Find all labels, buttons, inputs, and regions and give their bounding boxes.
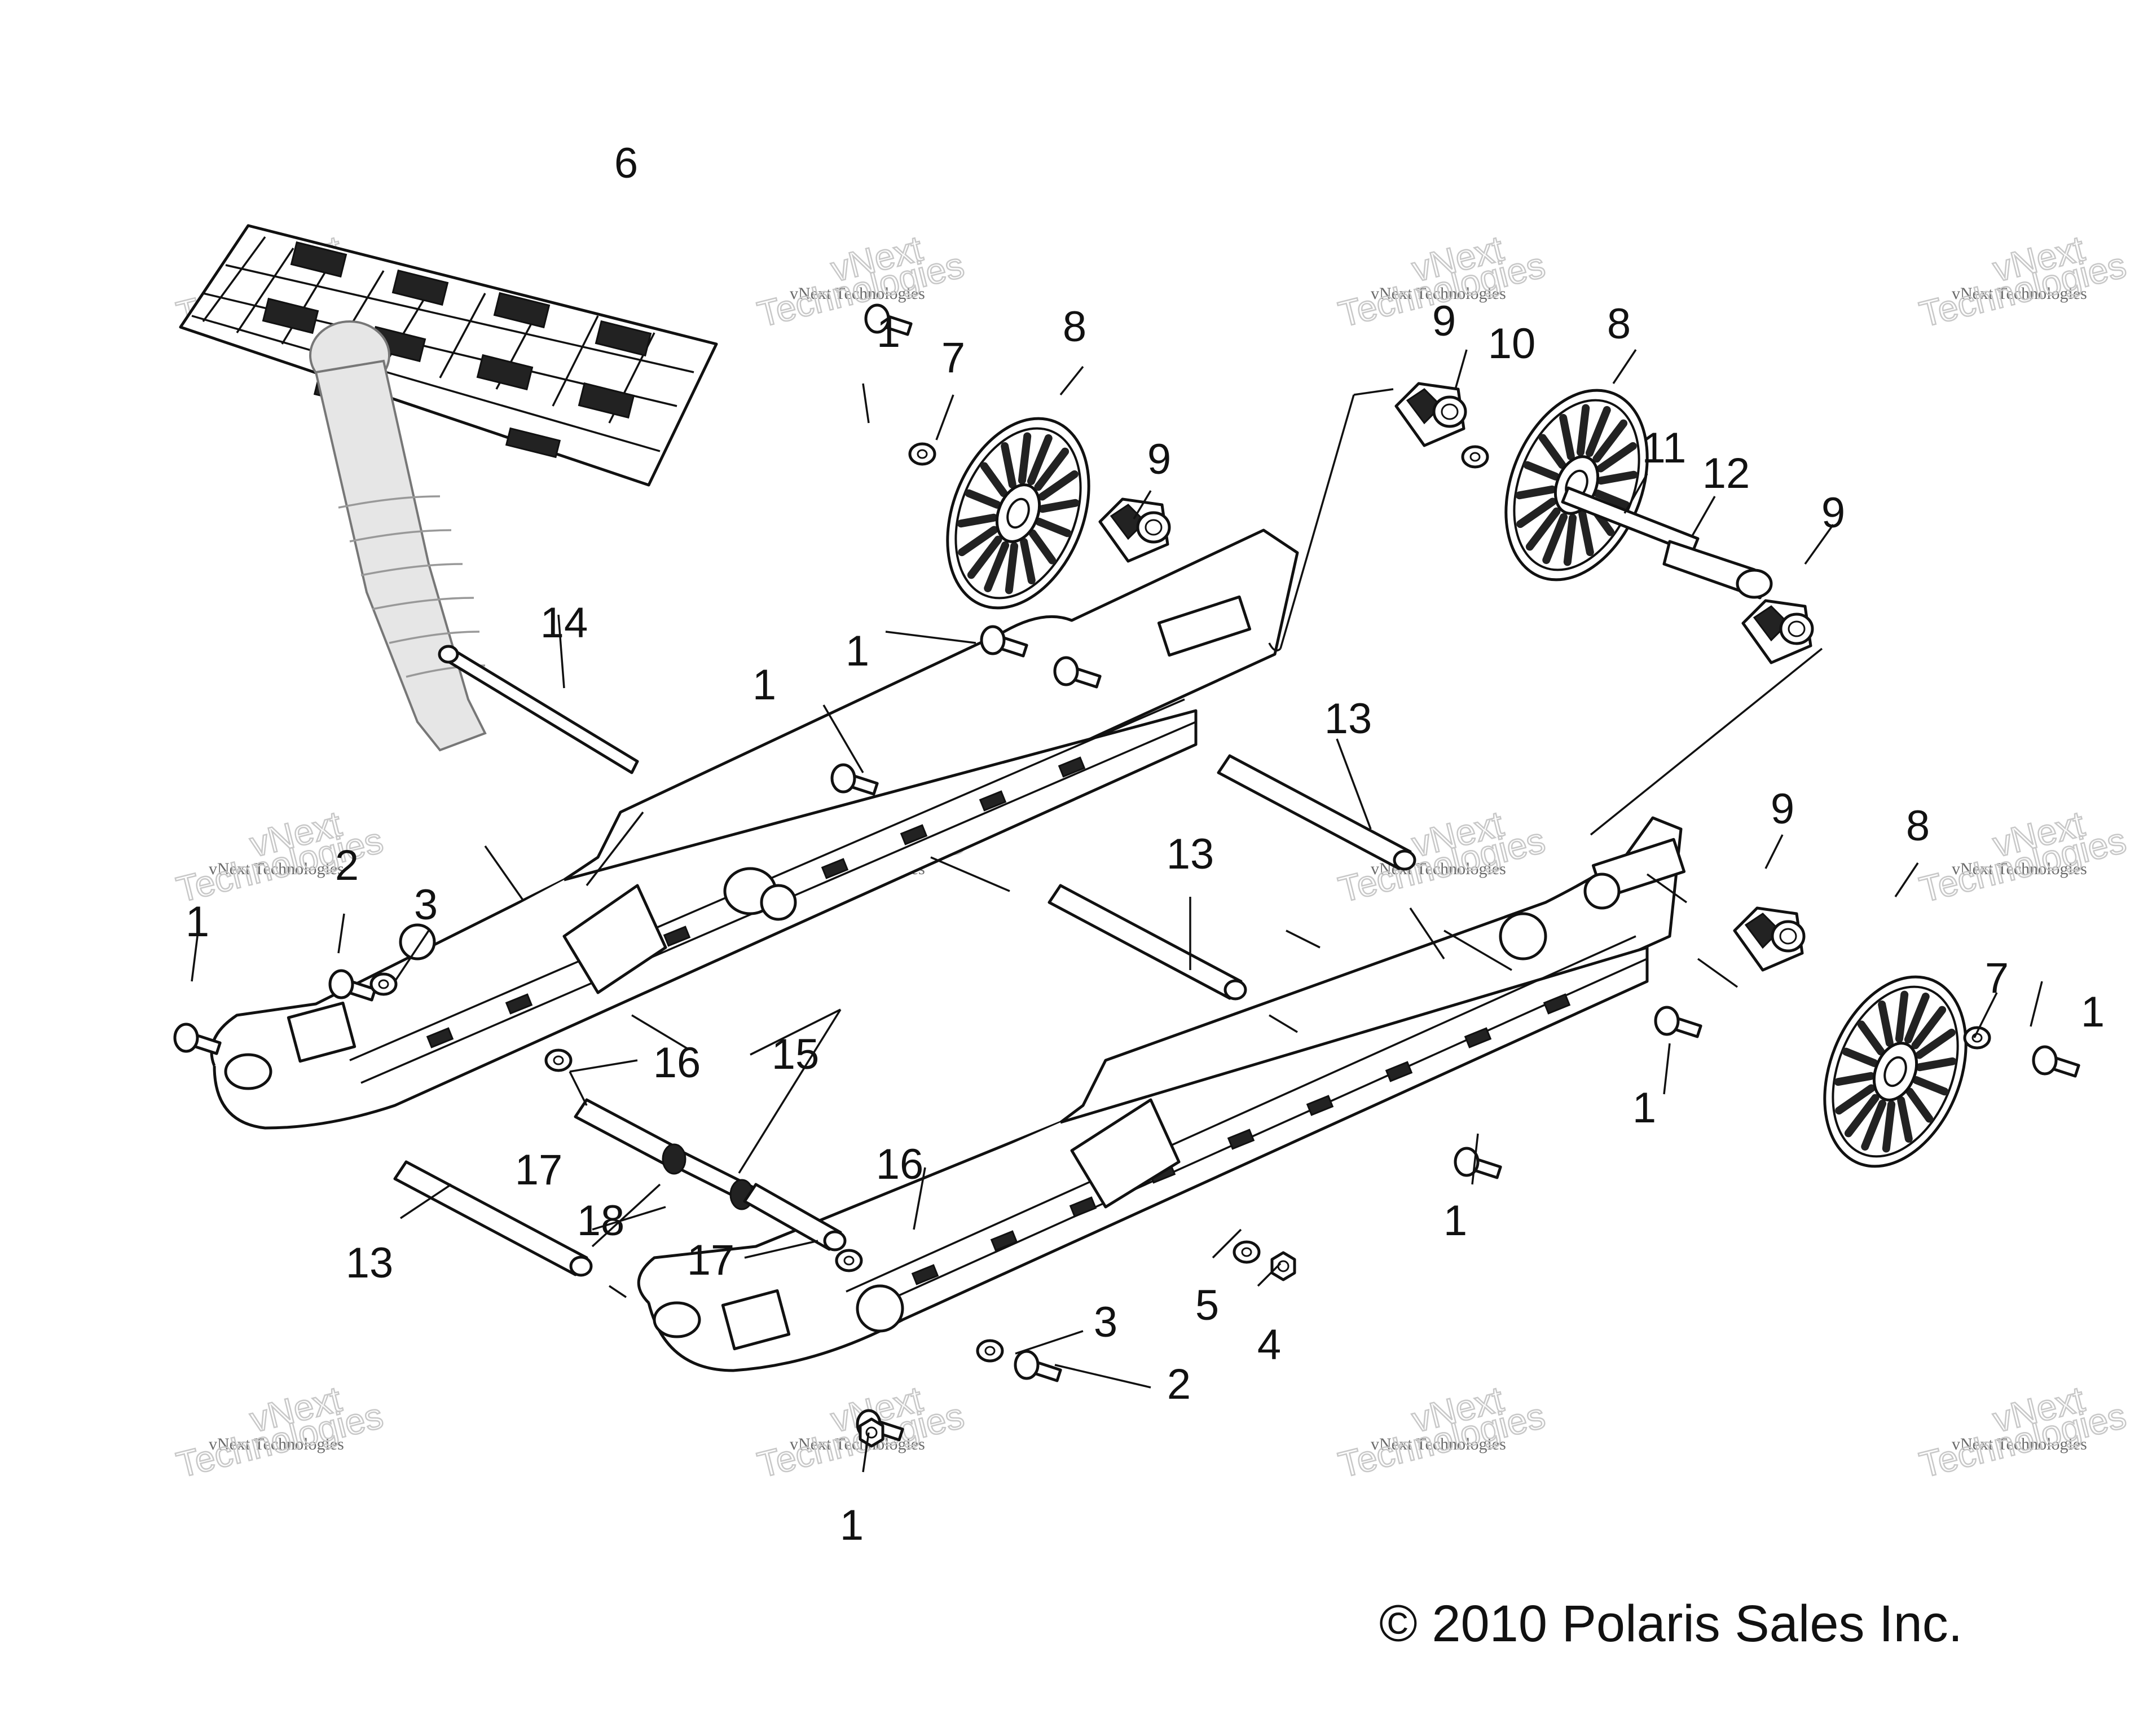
callout-c1f: 1 — [1632, 1084, 1656, 1132]
bearing-housing-1 — [1098, 497, 1171, 563]
bearing-housing-0 — [1394, 382, 1467, 447]
bolt-0 — [864, 303, 913, 336]
watermark-text: vNext Technologies — [790, 284, 925, 303]
callout-c2b: 2 — [1167, 1360, 1191, 1408]
bolt-1 — [980, 625, 1028, 658]
copyright-notice: © 2010 Polaris Sales Inc. — [1379, 1595, 1962, 1653]
callout-c1b: 1 — [846, 627, 869, 675]
watermark-text: vNext Technologies — [209, 1435, 344, 1453]
nut-1 — [859, 1417, 884, 1448]
callout-c7b: 7 — [1985, 954, 2009, 1002]
callout-c4: 4 — [1257, 1321, 1281, 1369]
idler-axle — [1561, 486, 1773, 600]
callout-c1d: 1 — [186, 898, 209, 946]
idler-wheel-1 — [1504, 389, 1649, 581]
washer-1 — [1461, 445, 1489, 469]
left-rail — [210, 528, 1299, 1130]
nut-0 — [1270, 1251, 1296, 1281]
part-6-slide-mat — [179, 224, 718, 487]
watermark-text: vNext Technologies — [209, 860, 344, 878]
callout-c16a: 16 — [653, 1039, 701, 1087]
watermark-text: vNext Technologies — [1952, 860, 2087, 878]
callout-c6: 6 — [614, 139, 638, 187]
idler-wheel-0 — [946, 417, 1090, 610]
washer-3 — [544, 1048, 573, 1072]
callout-c8b: 8 — [1607, 300, 1631, 348]
bolt-7 — [1454, 1147, 1502, 1179]
watermark-text: vNext Technologies — [1952, 1435, 2087, 1453]
watermark-text: vNext Technologies — [1371, 1435, 1506, 1453]
callout-c18: 18 — [577, 1197, 625, 1245]
bolt-4 — [328, 969, 377, 1002]
callout-c9a: 9 — [1147, 435, 1171, 483]
bearing-housings — [1098, 382, 1814, 972]
idler-wheels — [946, 389, 1968, 1168]
callout-c14: 14 — [540, 599, 588, 647]
idler-wheel-2 — [1823, 975, 1968, 1168]
callout-c1h: 1 — [840, 1501, 864, 1549]
bolt-5 — [2032, 1045, 2080, 1078]
callout-c5: 5 — [1195, 1281, 1219, 1329]
washer-2 — [1963, 1026, 1991, 1050]
callout-c1g: 1 — [1443, 1197, 1467, 1245]
callout-c16b: 16 — [876, 1140, 924, 1188]
callout-c8c: 8 — [1906, 802, 1930, 850]
cross-shafts — [393, 645, 1416, 1277]
callout-c8a: 8 — [1063, 303, 1086, 351]
callout-c9d: 9 — [1771, 785, 1794, 833]
washer-5 — [1233, 1240, 1261, 1264]
right-rail — [637, 816, 1686, 1372]
callout-c10: 10 — [1488, 320, 1536, 368]
callout-c13c: 13 — [346, 1239, 394, 1287]
callout-c2a: 2 — [335, 841, 359, 889]
callout-c9b: 9 — [1432, 297, 1456, 345]
callout-c7a: 7 — [941, 334, 965, 382]
callout-c17b: 17 — [687, 1236, 735, 1284]
bearing-housing-3 — [1733, 906, 1806, 972]
callout-c9c: 9 — [1821, 489, 1845, 537]
callout-c15: 15 — [772, 1030, 820, 1078]
washer-0 — [908, 442, 936, 466]
callout-c13a: 13 — [1324, 695, 1372, 743]
watermark-text: vNext Technologies — [1371, 284, 1506, 303]
hardware — [173, 303, 2080, 1448]
callout-c3a: 3 — [414, 881, 438, 929]
callout-c1c: 1 — [752, 661, 776, 709]
callout-c12: 12 — [1702, 450, 1750, 497]
bolt-10 — [1053, 656, 1102, 689]
bolt-3 — [173, 1023, 222, 1055]
bolt-2 — [830, 763, 879, 796]
callout-c3b: 3 — [1094, 1298, 1117, 1346]
washer-4 — [835, 1249, 863, 1272]
callout-c13b: 13 — [1167, 830, 1214, 878]
callout-c17a: 17 — [515, 1146, 563, 1194]
bearing-housing-2 — [1741, 599, 1814, 664]
callout-c1a: 1 — [877, 309, 900, 356]
washer-7 — [369, 972, 398, 996]
callout-c11: 11 — [1642, 424, 1687, 472]
washer-6 — [976, 1339, 1004, 1363]
watermark-text: vNext Technologies — [1952, 284, 2087, 303]
leader-lines — [191, 349, 2043, 1473]
bolt-9 — [1014, 1350, 1062, 1382]
callout-c1e: 1 — [2081, 988, 2105, 1036]
watermark-text: vNext Technologies — [790, 1435, 925, 1453]
bolt-6 — [1654, 1006, 1702, 1038]
